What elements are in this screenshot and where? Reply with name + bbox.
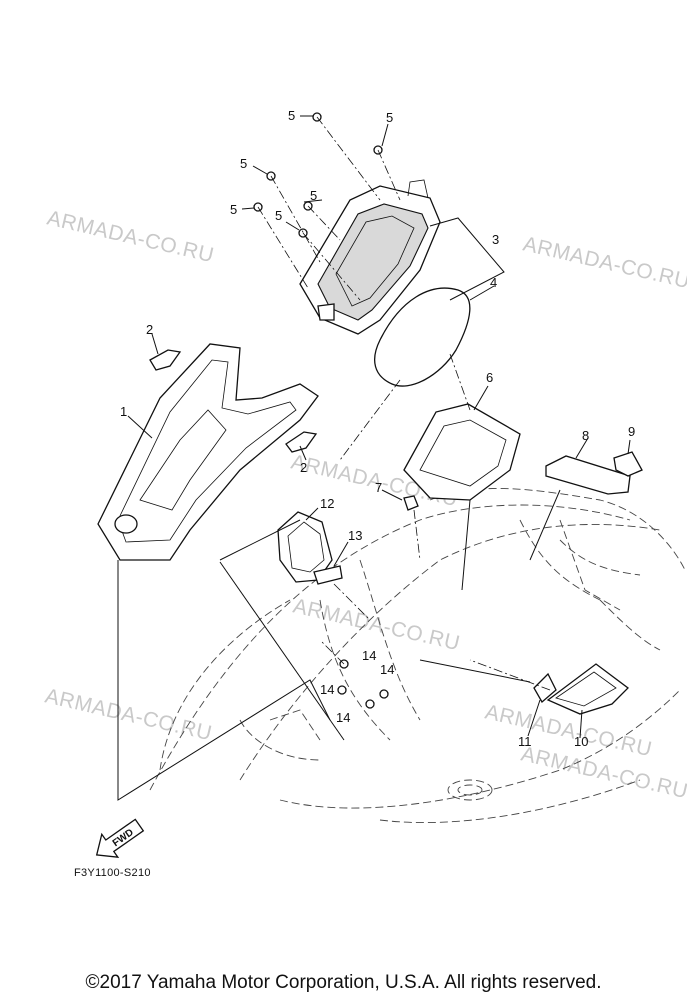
part-2-clips [149, 349, 318, 453]
part-number: 5 [288, 108, 295, 123]
part-number: 12 [320, 496, 334, 511]
hull-outline [149, 488, 686, 824]
part-1-front-hood [97, 343, 319, 561]
part-number: 5 [275, 208, 282, 223]
part-number: 14 [380, 662, 394, 677]
part-number: 10 [574, 734, 588, 749]
part-4-seal [374, 287, 471, 387]
watermark: ARMADA-CO.RU [521, 232, 687, 293]
watermark: ARMADA-CO.RU [43, 684, 214, 745]
copyright-notice: ©2017 Yamaha Motor Corporation, U.S.A. A… [85, 972, 602, 993]
part-number: 2 [300, 460, 307, 475]
part-number: 5 [230, 202, 237, 217]
part-number: 3 [492, 232, 499, 247]
part-13-bracket [313, 565, 343, 585]
part-number: 14 [362, 648, 376, 663]
part-7-fastener [403, 495, 419, 511]
fwd-arrow: FWD [95, 818, 145, 859]
part-number: 4 [490, 275, 497, 290]
part-number: 13 [348, 528, 362, 543]
part-number: 5 [386, 110, 393, 125]
part-number: 11 [518, 734, 532, 749]
leader-lines [117, 115, 631, 801]
part-number: 9 [628, 424, 635, 439]
part-number: 5 [240, 156, 247, 171]
part-number: 7 [375, 480, 382, 495]
bolts-part-5 [253, 112, 401, 301]
part-9-latch [613, 451, 643, 477]
part-number: 14 [320, 682, 334, 697]
diagram-code: F3Y1100-S210 [74, 867, 151, 879]
part-number: 2 [146, 322, 153, 337]
watermark: ARMADA-CO.RU [519, 742, 687, 803]
part-number: 8 [582, 428, 589, 443]
part-number: 6 [486, 370, 493, 385]
part-3-cover-frame [299, 179, 441, 335]
watermark: ARMADA-CO.RU [291, 594, 462, 655]
part-8-lid [545, 455, 631, 495]
part-number: 14 [336, 710, 350, 725]
part-10-light [546, 663, 629, 715]
part-number: 1 [120, 404, 127, 419]
watermark: ARMADA-CO.RU [45, 206, 216, 267]
part-number-labels: 5 5 5 5 5 5 3 4 2 1 2 6 7 8 9 12 13 14 1… [120, 108, 635, 749]
part-6-storage [403, 403, 521, 501]
part-number: 5 [310, 188, 317, 203]
